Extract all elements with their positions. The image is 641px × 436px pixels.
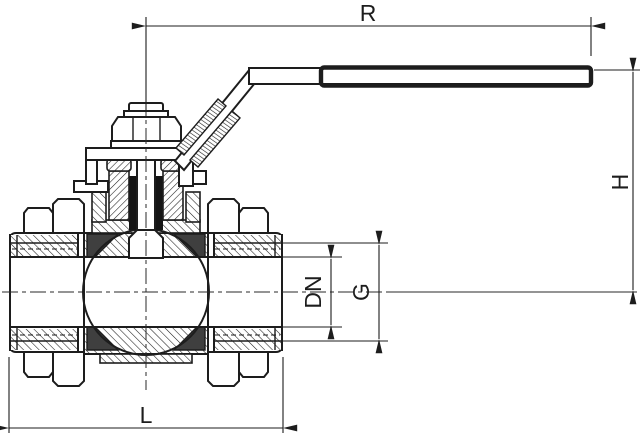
label-H: H xyxy=(607,174,633,191)
handle-bar xyxy=(248,67,592,85)
stem-assembly xyxy=(106,117,186,259)
union-nut-top-right xyxy=(207,198,269,234)
label-G: G xyxy=(348,283,374,301)
handle xyxy=(73,65,594,193)
label-L: L xyxy=(140,402,153,428)
union-nut-top-left xyxy=(23,198,85,234)
grip-section-upper xyxy=(175,98,227,156)
union-nut-bottom-left xyxy=(23,351,85,387)
centerlines xyxy=(2,100,637,390)
grip-section-lower xyxy=(189,110,241,168)
stem-nut xyxy=(110,102,184,149)
dimension-G: G xyxy=(282,230,388,354)
label-DN: DN xyxy=(300,275,326,308)
handle-bracket xyxy=(73,147,207,193)
handle-lever-arm xyxy=(173,67,261,172)
dimension-R: R xyxy=(131,0,606,112)
union-nut-bottom-right xyxy=(207,351,269,387)
dimension-DN: DN xyxy=(282,244,342,340)
dimension-L: L xyxy=(0,357,298,433)
dimension-H: H xyxy=(594,57,640,305)
handle-grip-sleeve xyxy=(318,65,594,88)
label-R: R xyxy=(360,0,377,26)
